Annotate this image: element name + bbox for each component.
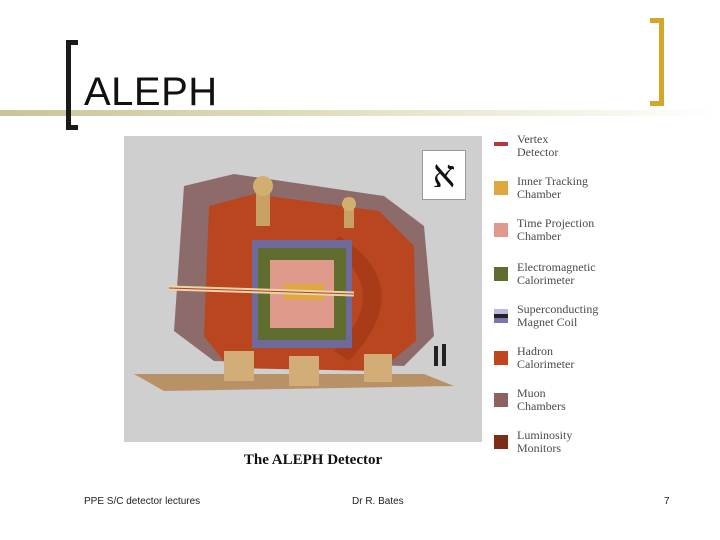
legend-label: Inner Tracking Chamber — [517, 174, 588, 201]
legend-swatch — [494, 223, 508, 237]
crane-hook-right-shape — [342, 197, 356, 211]
legend-swatch — [494, 142, 508, 146]
footer-course-title: PPE S/C detector lectures — [84, 496, 201, 507]
legend-label: Superconducting Magnet Coil — [517, 302, 599, 329]
person-silhouette — [434, 346, 438, 366]
end-cap-shape — [329, 236, 382, 361]
legend-label: Muon Chambers — [517, 386, 566, 413]
aleph-detector-illustration — [134, 174, 454, 391]
legend-label: Electromagnetic Calorimeter — [517, 260, 596, 287]
legend-label: Vertex Detector — [517, 132, 559, 159]
legend-item: Hadron Calorimeter — [490, 345, 650, 385]
legend-item: Muon Chambers — [490, 387, 650, 427]
vertex-line-shape — [168, 287, 355, 295]
legend-swatch — [494, 181, 508, 195]
footer-author: Dr R. Bates — [352, 496, 404, 507]
legend-item: Superconducting Magnet Coil — [490, 303, 650, 343]
legend-label: Time Projection Chamber — [517, 216, 595, 243]
person-silhouette — [442, 344, 446, 366]
legend-swatch — [494, 309, 508, 323]
legend-swatch — [494, 393, 508, 407]
legend-label: Hadron Calorimeter — [517, 344, 575, 371]
legend-label: Luminosity Monitors — [517, 428, 573, 455]
legend-item: Inner Tracking Chamber — [490, 175, 650, 215]
support-column-right-shape — [344, 198, 354, 228]
right-title-bracket — [650, 18, 664, 106]
left-title-bracket — [66, 40, 78, 130]
legend-item: Luminosity Monitors — [490, 429, 650, 469]
crane-hook-shape — [253, 176, 273, 196]
aleph-logo-icon: א — [422, 150, 466, 200]
legend-item: Vertex Detector — [490, 133, 650, 173]
support-column-shape — [256, 186, 270, 226]
support-foot-2 — [289, 356, 319, 386]
legend-swatch — [494, 267, 508, 281]
slide-title: ALEPH — [84, 70, 218, 114]
figure-caption: The ALEPH Detector — [243, 452, 383, 468]
aleph-detector-figure: א — [124, 136, 482, 442]
footer-page-number: 7 — [664, 496, 670, 507]
legend-swatch — [494, 435, 508, 449]
legend-item: Electromagnetic Calorimeter — [490, 261, 650, 301]
legend-item: Time Projection Chamber — [490, 217, 650, 257]
legend-swatch — [494, 351, 508, 365]
title-underline-bar — [0, 110, 720, 116]
support-foot-3 — [364, 354, 392, 382]
support-foot-1 — [224, 351, 254, 381]
